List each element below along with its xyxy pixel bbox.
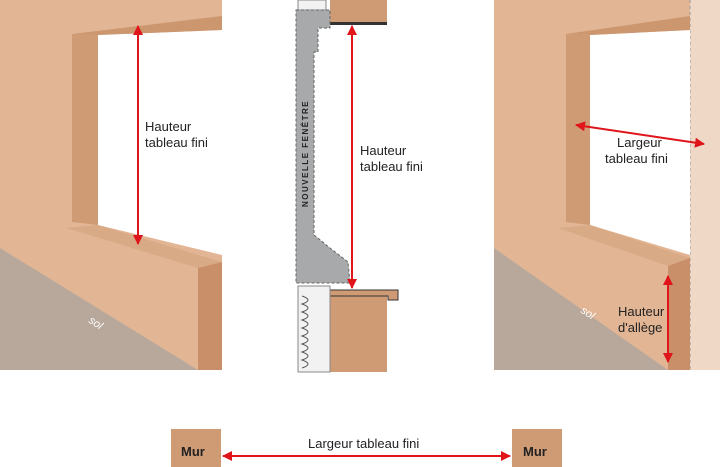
middle-upper-wall [330,0,387,22]
window-frame-profile [295,9,351,284]
left-sill-top [66,225,222,268]
right-wall-cutaway [690,0,720,370]
wall-left-block [171,429,221,467]
middle-lower-insulation [297,285,331,373]
sill-height-label-1: Hauteur [618,304,665,319]
left-height-label-1: Hauteur [145,119,192,134]
left-panel: Hauteur tableau fini sol [0,0,222,370]
left-reveal-top [72,16,222,35]
middle-panel: NOUVELLE FENÊTRE Hauteur tableau fini [295,0,423,373]
left-sill-front [198,262,222,370]
right-sill-front [668,258,690,370]
middle-upper-wall-edge [330,22,387,25]
right-sill-top [558,225,690,266]
right-floor [494,248,668,370]
wall-left-label: Mur [181,444,205,459]
window-label: NOUVELLE FENÊTRE [301,100,310,207]
middle-height-label-2: tableau fini [360,159,423,174]
middle-upper-insulation [297,0,327,11]
middle-height-label-1: Hauteur [360,143,407,158]
left-reveal-side [72,34,98,225]
sill-height-label-2: d'allège [618,320,662,335]
bottom-plan: Mur Mur Largeur tableau fini [171,429,562,467]
right-width-arrow [575,121,705,148]
right-panel: Largeur tableau fini Hauteur d'allège so… [494,0,720,370]
insulation-pattern [300,295,309,369]
bottom-width-label: Largeur tableau fini [308,436,419,451]
wall-right-block [512,429,562,467]
left-height-label-2: tableau fini [145,135,208,150]
middle-lower-wall [330,294,387,372]
wall-right-label: Mur [523,444,547,459]
right-width-label-1: Largeur [617,135,662,150]
right-reveal-top [566,16,690,35]
right-width-label-2: tableau fini [605,151,668,166]
left-window-opening [98,30,222,255]
right-reveal-side [566,34,590,225]
left-floor [0,248,198,370]
